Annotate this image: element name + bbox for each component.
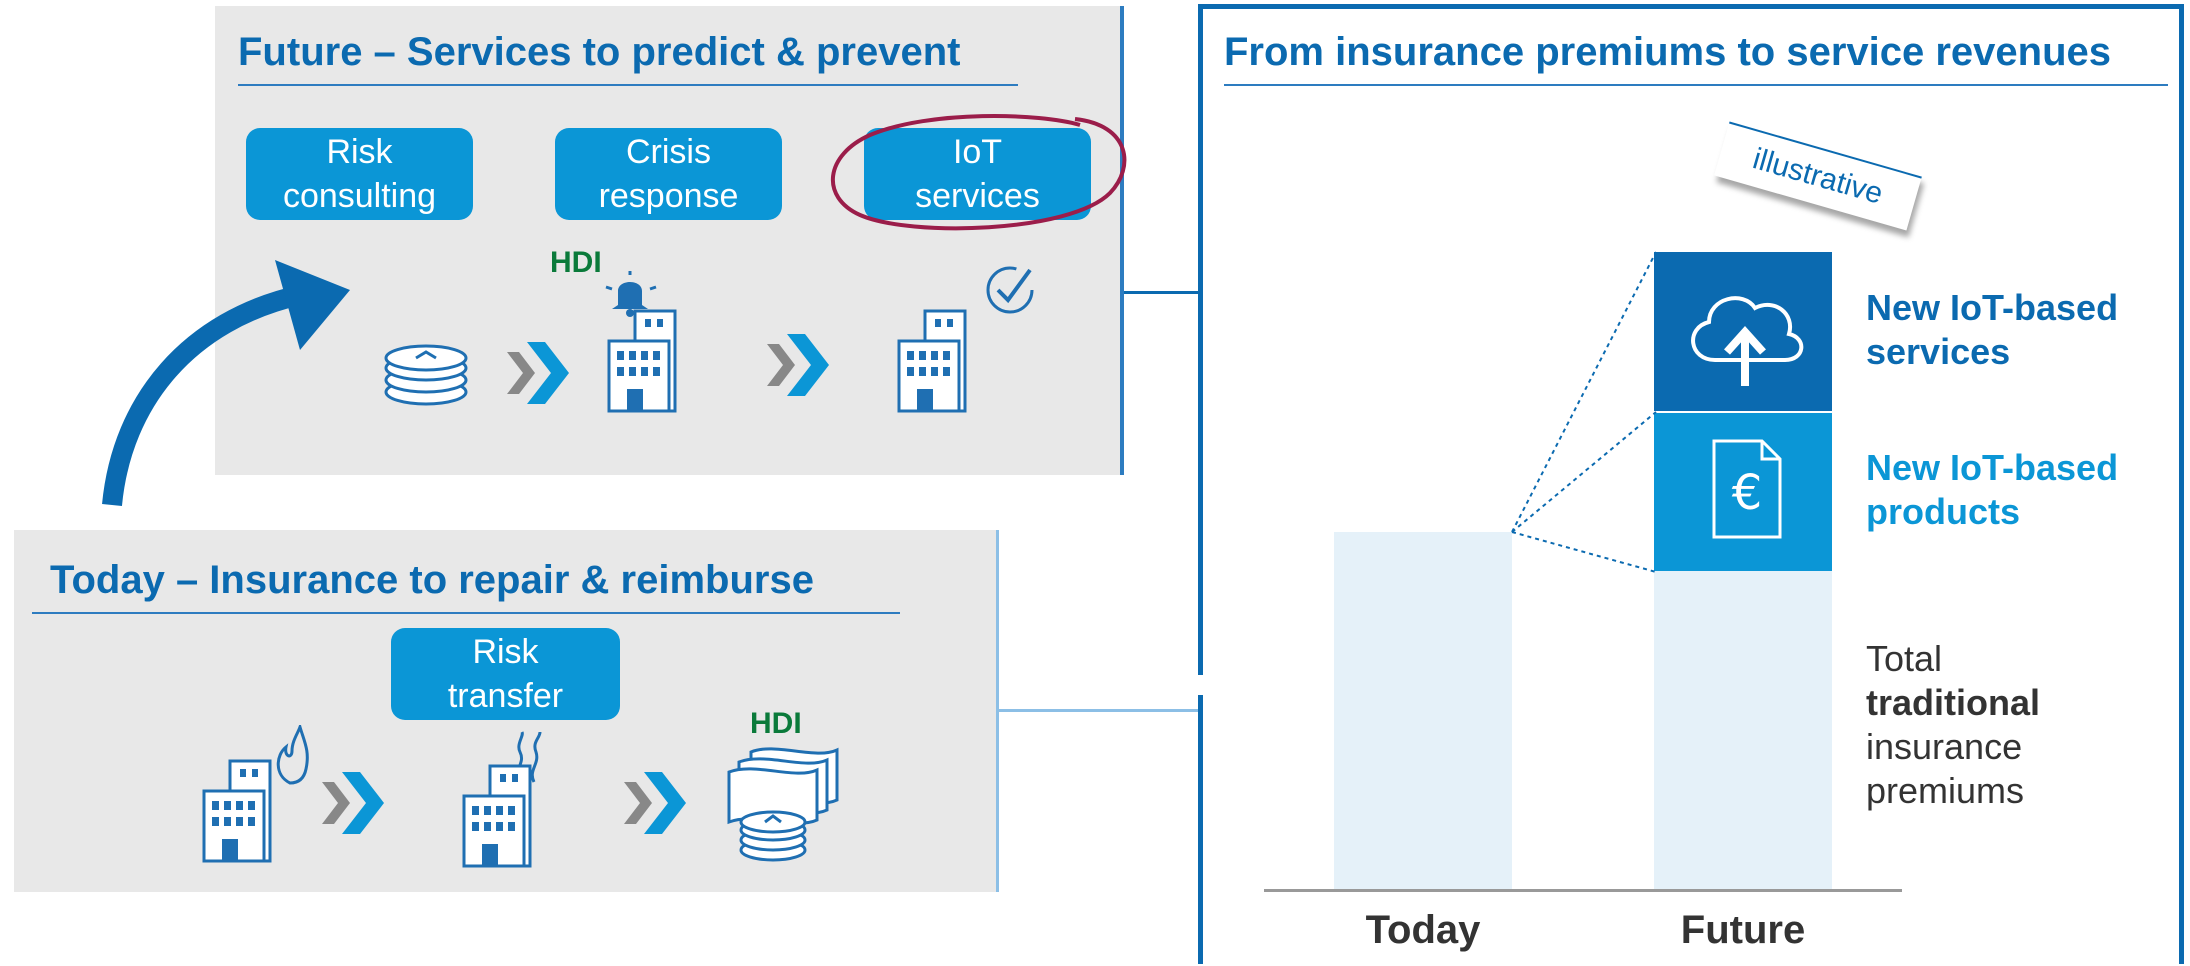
- label-traditional: Total traditional insurance premiums: [1866, 637, 2040, 813]
- hdi-logo: HDI: [550, 246, 602, 279]
- label-line: services: [1866, 331, 2011, 372]
- pill-line: services: [915, 177, 1040, 215]
- pill-line: Risk: [472, 633, 539, 671]
- pill-risk-transfer: Risk transfer: [391, 628, 620, 720]
- right-title-underline: [1224, 84, 2168, 86]
- today-title: Today – Insurance to repair & reimburse: [50, 558, 814, 602]
- cash-icon: [727, 747, 839, 862]
- pill-iot-services: IoT services: [864, 128, 1091, 220]
- label-line: insurance: [1866, 726, 2023, 767]
- chevron-icon: [322, 772, 384, 834]
- connector-today: [999, 709, 1284, 712]
- today-panel-border: [996, 530, 999, 892]
- chevron-icon: [767, 334, 829, 396]
- today-title-underline: [32, 612, 900, 614]
- coin-stack-icon: [384, 344, 468, 406]
- svg-text:€: €: [1732, 465, 1763, 521]
- pill-line: transfer: [447, 677, 564, 715]
- label-line: New IoT-based: [1866, 287, 2119, 328]
- x-axis-line: [1264, 889, 1902, 892]
- building-icon: [462, 764, 532, 868]
- axis-label-today: Today: [1365, 908, 1481, 952]
- bar-today-traditional: [1334, 532, 1512, 890]
- label-line: Total: [1866, 638, 1943, 679]
- bar-future-traditional: [1654, 571, 1832, 890]
- hdi-logo: HDI: [750, 707, 802, 740]
- highlight-ellipse: [831, 114, 1127, 231]
- dashed-guides: [1511, 251, 1657, 573]
- pill-crisis-response: Crisis response: [555, 128, 782, 220]
- right-title: From insurance premiums to service reven…: [1224, 30, 2112, 74]
- label-line: New IoT-based: [1866, 447, 2119, 488]
- future-title: Future – Services to predict & prevent: [238, 30, 961, 74]
- pill-risk-consulting: Risk consulting: [246, 128, 473, 220]
- right-panel-gap: [1196, 675, 1205, 695]
- pill-line: Risk: [326, 133, 393, 171]
- chevron-icon: [624, 772, 686, 834]
- pill-line: IoT: [952, 133, 1003, 171]
- chevron-icon: [507, 342, 569, 404]
- label-line: products: [1866, 491, 2021, 532]
- axis-label-future: Future: [1680, 908, 1806, 952]
- bar-future-products: [1654, 413, 1832, 571]
- label-line: traditional: [1866, 682, 2041, 723]
- fire-icon: [276, 725, 309, 785]
- bell-icon: [605, 271, 657, 317]
- building-icon: [202, 759, 272, 863]
- label-iot-products: New IoT-based products: [1866, 446, 2118, 534]
- pill-line: consulting: [282, 177, 437, 215]
- euro-document-icon: €: [1712, 439, 1782, 539]
- pill-line: response: [598, 177, 739, 215]
- checkmark-icon: [986, 266, 1034, 314]
- label-line: premiums: [1866, 770, 2025, 811]
- future-panel-border: [1120, 6, 1124, 475]
- cloud-upload-icon: [1691, 296, 1804, 386]
- building-icon: [607, 309, 677, 413]
- building-icon: [897, 309, 967, 413]
- label-iot-services: New IoT-based services: [1866, 286, 2118, 374]
- future-title-underline: [238, 84, 1018, 86]
- curved-arrow-icon: [102, 260, 350, 506]
- pill-line: Crisis: [626, 133, 711, 171]
